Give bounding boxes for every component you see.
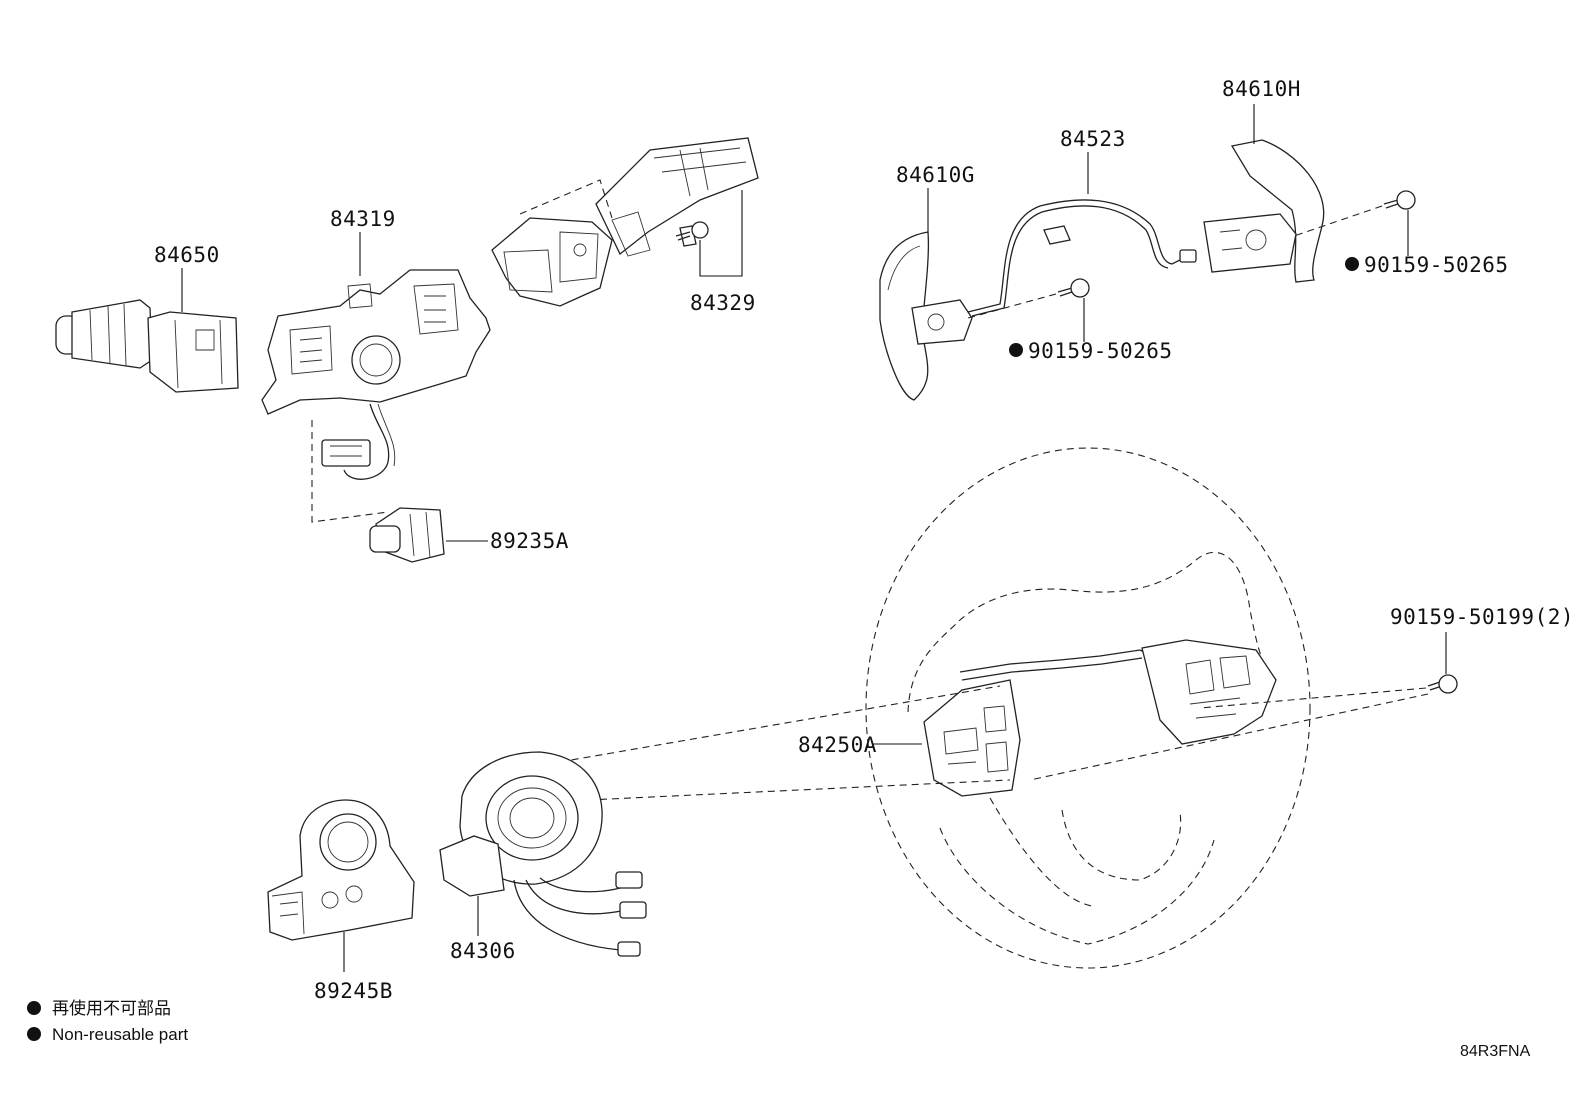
label-89245B[interactable]: 89245B [314, 979, 393, 1003]
leader-84329 [699, 190, 743, 277]
non-reusable-marker-left [1009, 343, 1023, 357]
label-84250A[interactable]: 84250A [798, 733, 877, 757]
label-89235A[interactable]: 89235A [490, 529, 569, 553]
label-84610G[interactable]: 84610G [896, 163, 975, 187]
legend-en: Non-reusable part [52, 1025, 188, 1044]
dash-screw-right [1293, 205, 1383, 237]
part-84650-drawing [55, 299, 239, 393]
dash-84306-84250A-lower [587, 779, 1011, 801]
label-90159-50265-left[interactable]: 90159-50265 [1028, 339, 1173, 363]
legend-jp: 再使用不可部品 [52, 998, 171, 1018]
label-90159-50265-right[interactable]: 90159-50265 [1364, 253, 1509, 277]
part-84250A-drawing [923, 639, 1277, 797]
part-84306-drawing [439, 751, 647, 957]
label-84306[interactable]: 84306 [450, 939, 516, 963]
screw-84329 [675, 221, 709, 247]
part-84319-drawing [261, 269, 491, 480]
part-89245B-drawing [267, 799, 415, 941]
part-84329-drawing [491, 137, 759, 307]
screw-90159-50265-right [1383, 190, 1416, 210]
part-84610H-drawing [1203, 139, 1325, 283]
diagram-code: 84R3FNA [1460, 1043, 1531, 1060]
non-reusable-marker-right [1345, 257, 1359, 271]
part-84523-drawing [967, 199, 1197, 317]
legend-bullet-jp [27, 1001, 41, 1015]
dash-screw-50199-b [1029, 693, 1429, 781]
label-84650[interactable]: 84650 [154, 243, 220, 267]
label-90159-50199[interactable]: 90159-50199(2) [1390, 605, 1574, 629]
legend-bullet-en [27, 1027, 41, 1041]
dash-84306-84250A [547, 685, 1001, 765]
label-84319[interactable]: 84319 [330, 207, 396, 231]
dash-screw-50199-a [1199, 687, 1427, 709]
dash-screw-left [967, 293, 1057, 319]
dash-84329-bracket [519, 179, 613, 219]
steering-wheel-outline [865, 447, 1311, 969]
label-84523[interactable]: 84523 [1060, 127, 1126, 151]
dash-84319-89235A [311, 420, 389, 523]
label-84329[interactable]: 84329 [690, 291, 756, 315]
part-89235A-drawing [369, 507, 445, 563]
part-84610G-drawing [879, 231, 973, 401]
screw-90159-50199 [1427, 674, 1458, 694]
label-84610H[interactable]: 84610H [1222, 77, 1301, 101]
screw-90159-50265-left [1057, 278, 1090, 298]
